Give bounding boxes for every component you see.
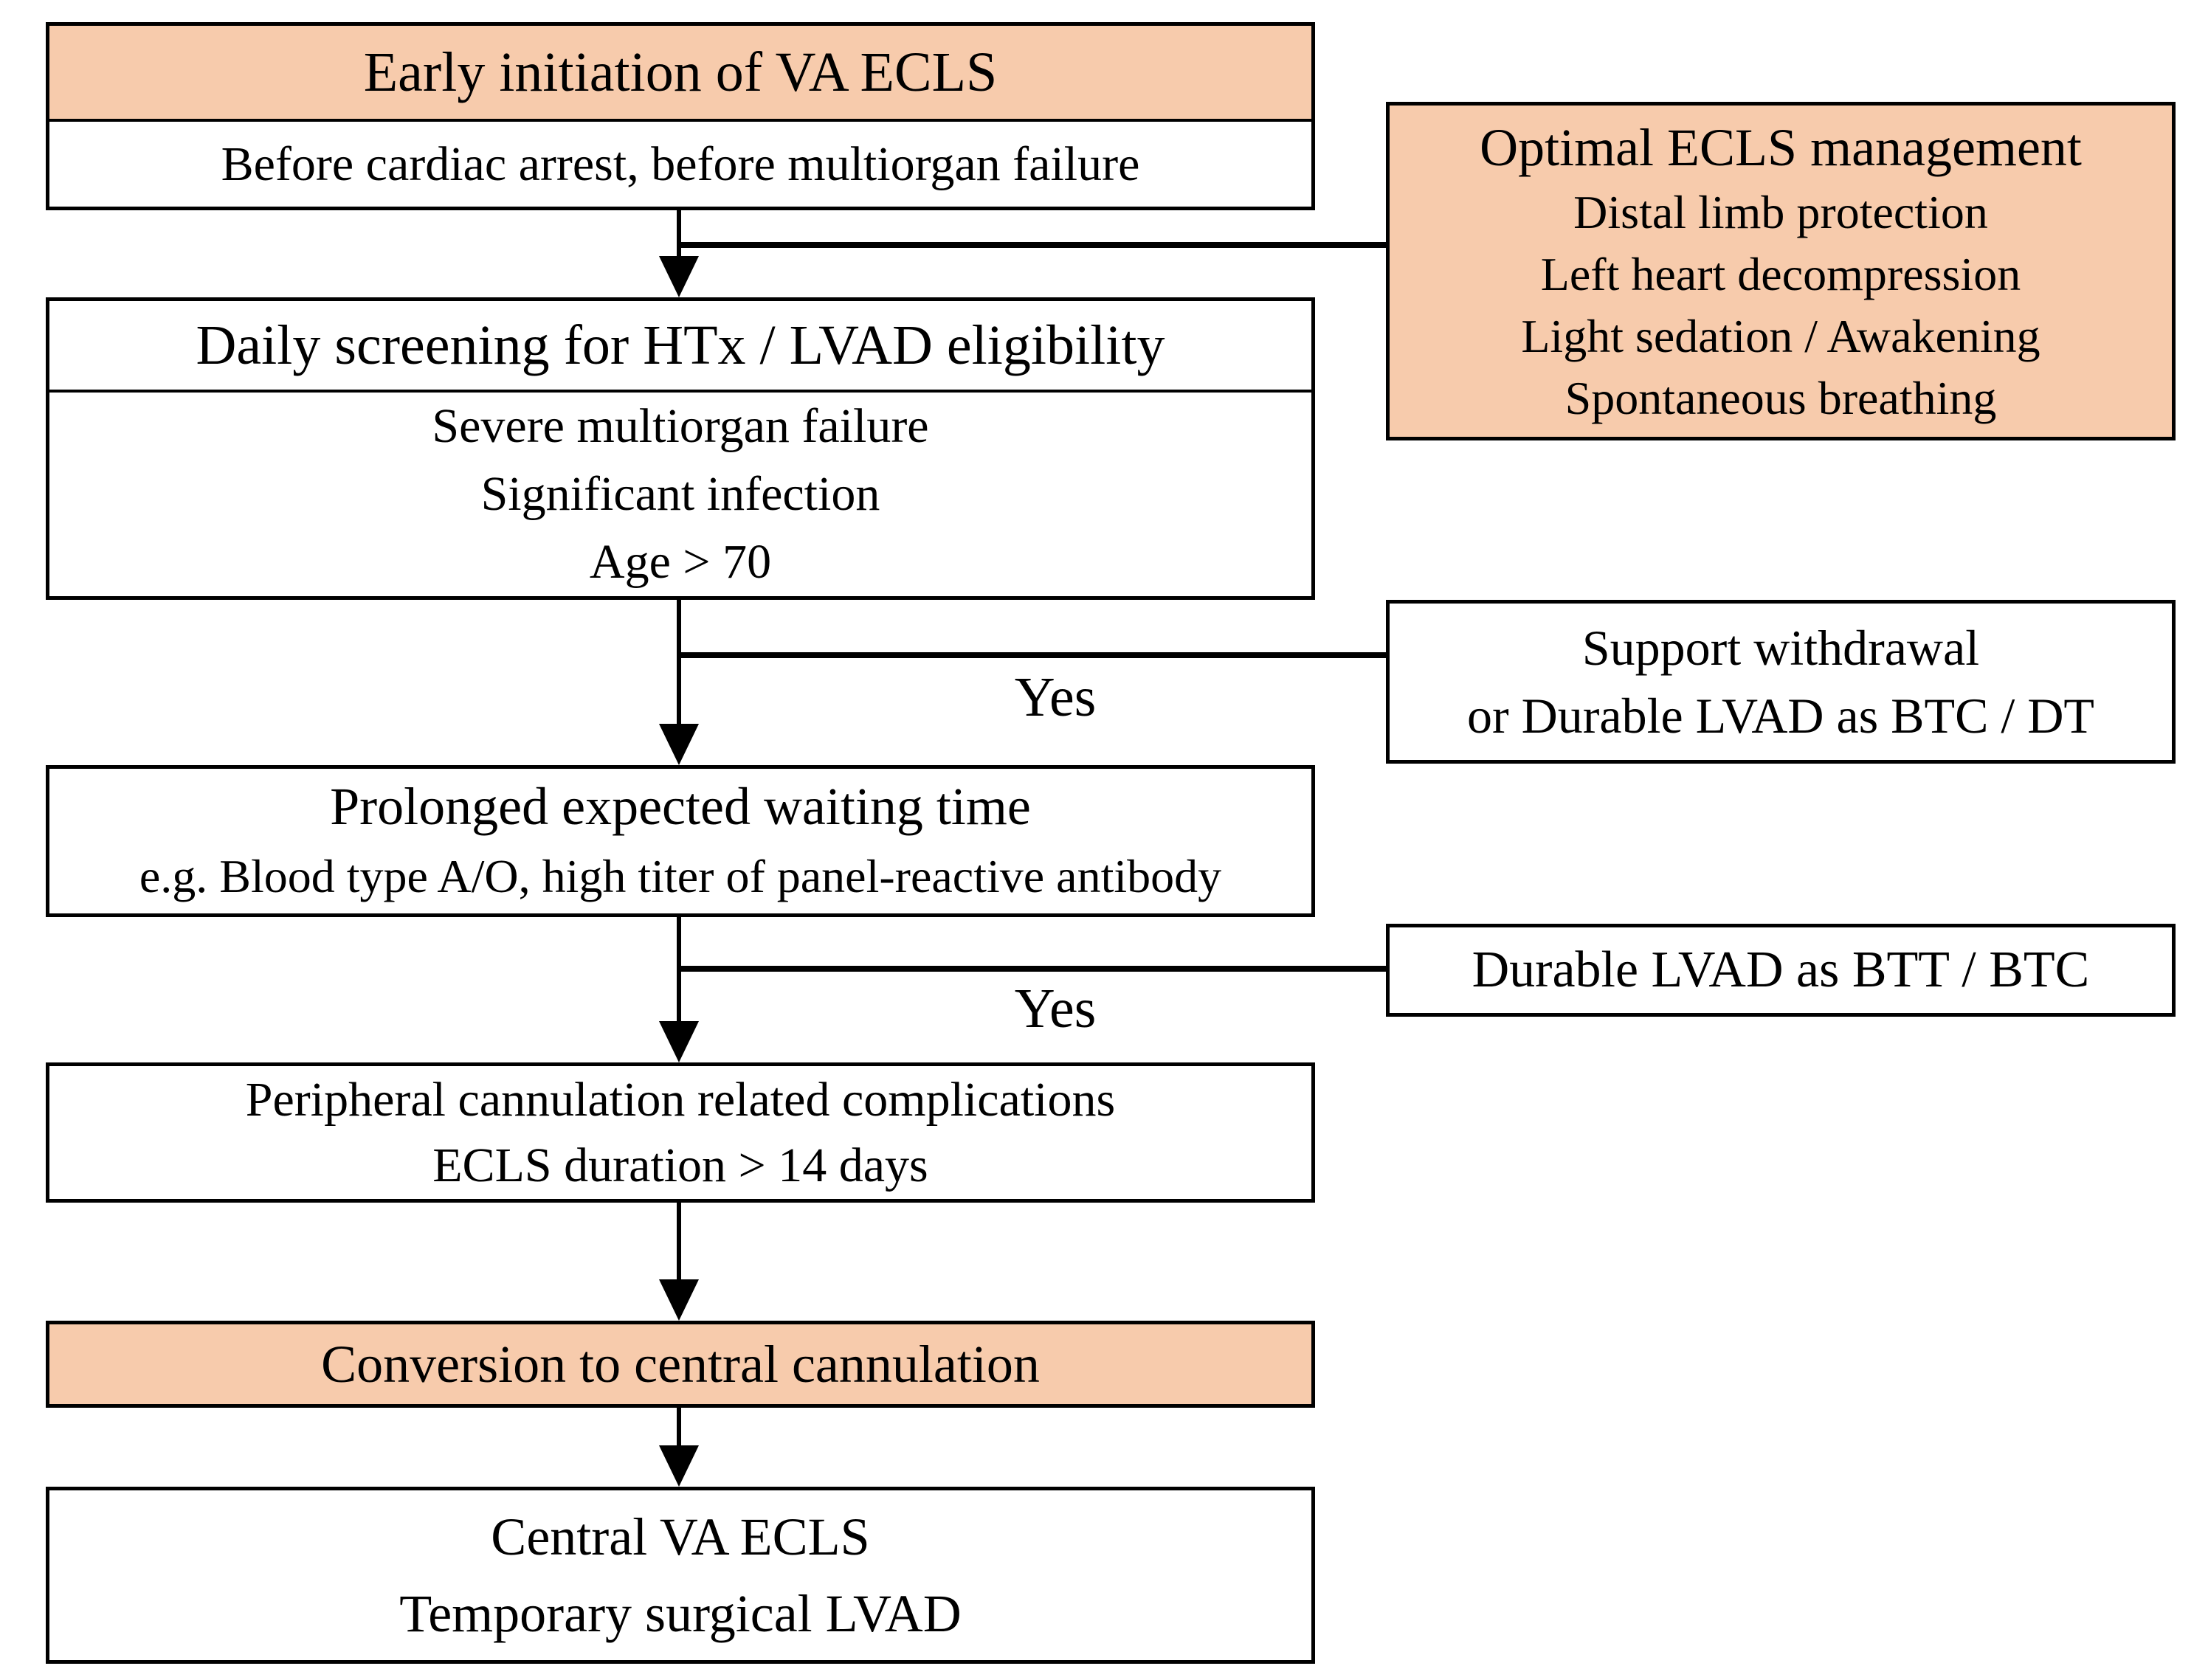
conversion-box: Conversion to central cannulation bbox=[46, 1321, 1315, 1408]
arrowhead-1 bbox=[659, 256, 699, 297]
connector-line-1 bbox=[677, 210, 681, 256]
optimal-management-item: Light sedation / Awakening bbox=[1521, 309, 2040, 362]
optimal-management-item: Spontaneous breathing bbox=[1564, 371, 1997, 424]
connector-line-5 bbox=[677, 1408, 681, 1445]
peripheral-complications-box: Peripheral cannulation related complicat… bbox=[46, 1062, 1315, 1203]
yes-label-2: Yes bbox=[1014, 978, 1097, 1040]
early-initiation-header: Early initiation of VA ECLS bbox=[49, 26, 1311, 122]
arrowhead-2 bbox=[659, 724, 699, 765]
connector-line-4 bbox=[677, 1203, 681, 1279]
branch-line-durable-lvad bbox=[679, 966, 1386, 972]
branch-line-optimal bbox=[679, 242, 1386, 248]
central-ecls-line2: Temporary surgical LVAD bbox=[399, 1584, 962, 1643]
daily-screening-criterion: Significant infection bbox=[480, 467, 880, 521]
daily-screening-box: Daily screening for HTx / LVAD eligibili… bbox=[46, 297, 1315, 600]
optimal-management-item: Left heart decompression bbox=[1540, 247, 2021, 300]
prolonged-waiting-subtitle: e.g. Blood type A/O, high titer of panel… bbox=[139, 850, 1222, 902]
yes-label-1: Yes bbox=[1014, 666, 1097, 728]
daily-screening-header: Daily screening for HTx / LVAD eligibili… bbox=[49, 301, 1311, 393]
durable-lvad-box: Durable LVAD as BTT / BTC bbox=[1386, 924, 2176, 1017]
prolonged-waiting-box: Prolonged expected waiting time e.g. Blo… bbox=[46, 765, 1315, 917]
support-withdrawal-line1: Support withdrawal bbox=[1581, 620, 1980, 676]
conversion-label: Conversion to central cannulation bbox=[321, 1334, 1040, 1394]
arrowhead-5 bbox=[659, 1445, 699, 1487]
optimal-management-title: Optimal ECLS management bbox=[1480, 117, 2082, 177]
support-withdrawal-line2: or Durable LVAD as BTC / DT bbox=[1467, 688, 2094, 744]
early-initiation-box: Early initiation of VA ECLS Before cardi… bbox=[46, 22, 1315, 210]
peripheral-complications-line1: Peripheral cannulation related complicat… bbox=[245, 1073, 1116, 1127]
daily-screening-criterion: Age > 70 bbox=[589, 535, 772, 589]
central-ecls-line1: Central VA ECLS bbox=[491, 1507, 870, 1566]
optimal-management-box: Optimal ECLS management Distal limb prot… bbox=[1386, 102, 2176, 440]
central-ecls-box: Central VA ECLS Temporary surgical LVAD bbox=[46, 1487, 1315, 1664]
early-initiation-body: Before cardiac arrest, before multiorgan… bbox=[221, 136, 1140, 191]
connector-line-2 bbox=[677, 600, 681, 724]
arrowhead-3 bbox=[659, 1021, 699, 1062]
daily-screening-criterion: Severe multiorgan failure bbox=[432, 399, 929, 453]
arrowhead-4 bbox=[659, 1279, 699, 1321]
prolonged-waiting-title: Prolonged expected waiting time bbox=[330, 777, 1031, 836]
peripheral-complications-line2: ECLS duration > 14 days bbox=[432, 1138, 928, 1192]
support-withdrawal-box: Support withdrawal or Durable LVAD as BT… bbox=[1386, 600, 2176, 764]
durable-lvad-label: Durable LVAD as BTT / BTC bbox=[1472, 941, 2090, 998]
optimal-management-item: Distal limb protection bbox=[1573, 185, 1988, 238]
daily-screening-body: Severe multiorgan failure Significant in… bbox=[49, 393, 1311, 596]
branch-line-support-withdrawal bbox=[679, 652, 1386, 658]
